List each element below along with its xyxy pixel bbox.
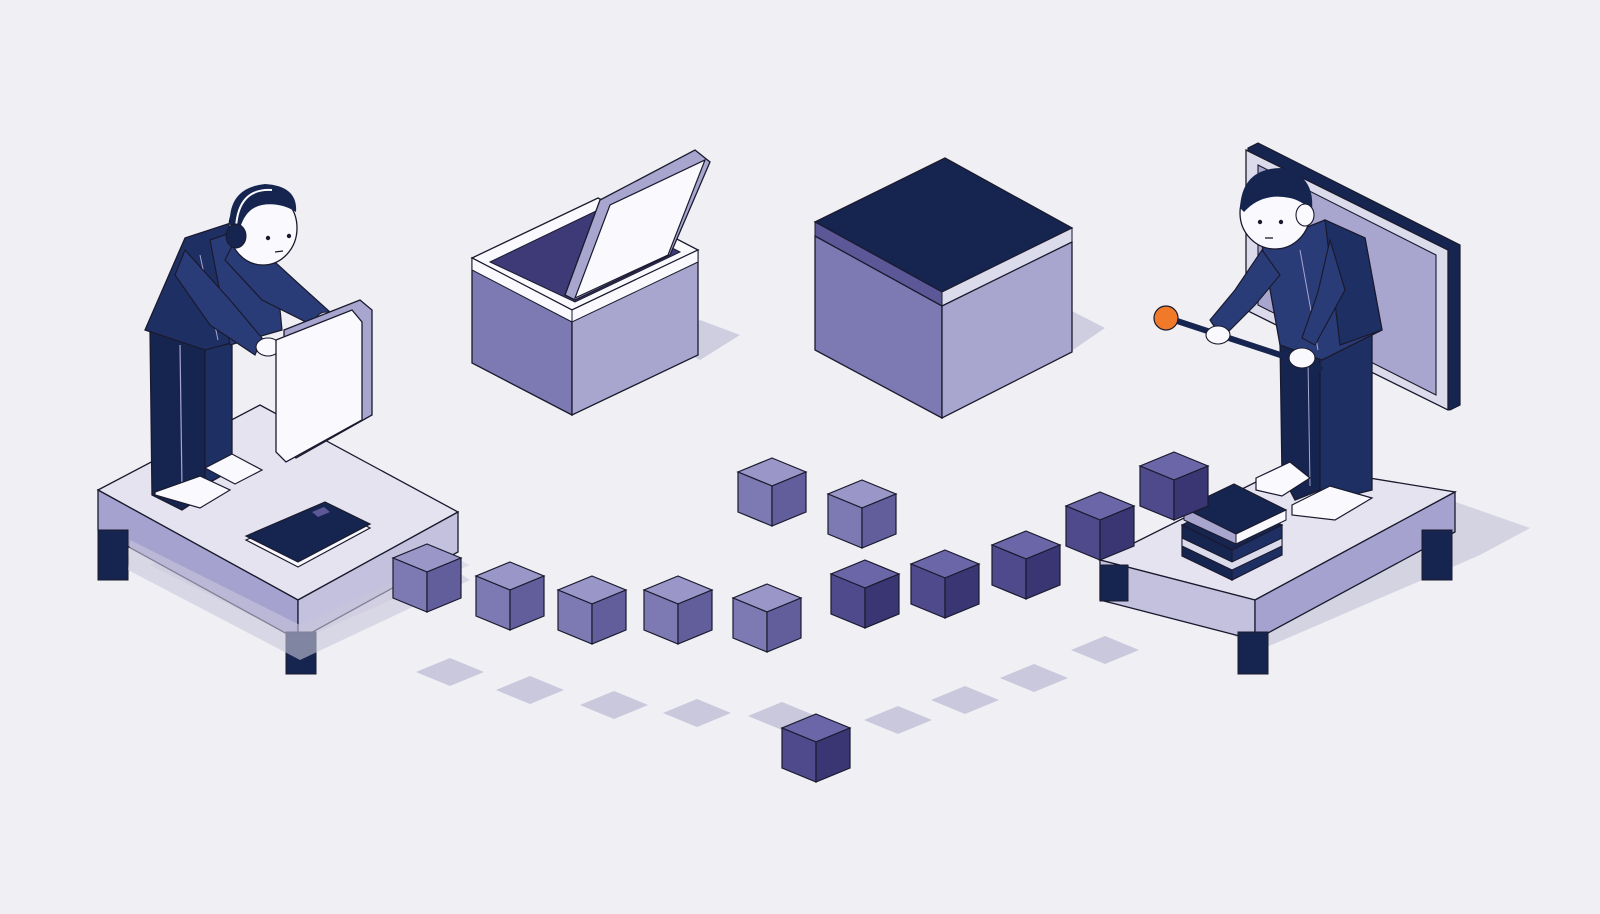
closed-box xyxy=(813,157,1105,420)
cube xyxy=(991,530,1061,600)
cube xyxy=(1139,451,1209,521)
open-box xyxy=(470,149,740,417)
right-shoe xyxy=(1291,485,1374,521)
orange-tip xyxy=(1153,305,1179,331)
document-folder xyxy=(244,501,372,568)
cube-shadows xyxy=(416,636,1139,734)
cube xyxy=(1065,491,1135,561)
tablet xyxy=(275,299,373,463)
cube xyxy=(557,575,627,645)
cube xyxy=(643,575,713,645)
left-platform-leg xyxy=(97,529,129,581)
small-cube-path xyxy=(392,451,1209,783)
right-shoe xyxy=(203,453,264,485)
left-worker-head xyxy=(225,184,298,266)
cube xyxy=(827,479,897,549)
left-worker xyxy=(144,184,339,511)
cube xyxy=(475,561,545,631)
right-worker xyxy=(1209,168,1383,521)
right-platform-leg xyxy=(1421,529,1453,581)
headphones-icon xyxy=(235,188,273,229)
left-shoe xyxy=(1255,461,1312,497)
cube xyxy=(732,583,802,653)
cube xyxy=(910,549,980,619)
right-worker-head xyxy=(1239,168,1315,250)
right-worker-hand xyxy=(1288,347,1316,369)
cube xyxy=(781,713,851,783)
right-platform-leg xyxy=(1099,564,1129,602)
right-worker-hand xyxy=(1205,325,1231,345)
right-platform-leg xyxy=(1237,631,1269,675)
stacked-books xyxy=(1180,483,1288,581)
cube xyxy=(737,457,807,527)
headphones-icon xyxy=(225,223,247,249)
pointer-stick xyxy=(1153,305,1323,371)
cube xyxy=(392,543,462,613)
left-shoe xyxy=(154,475,232,509)
cube xyxy=(830,559,900,629)
